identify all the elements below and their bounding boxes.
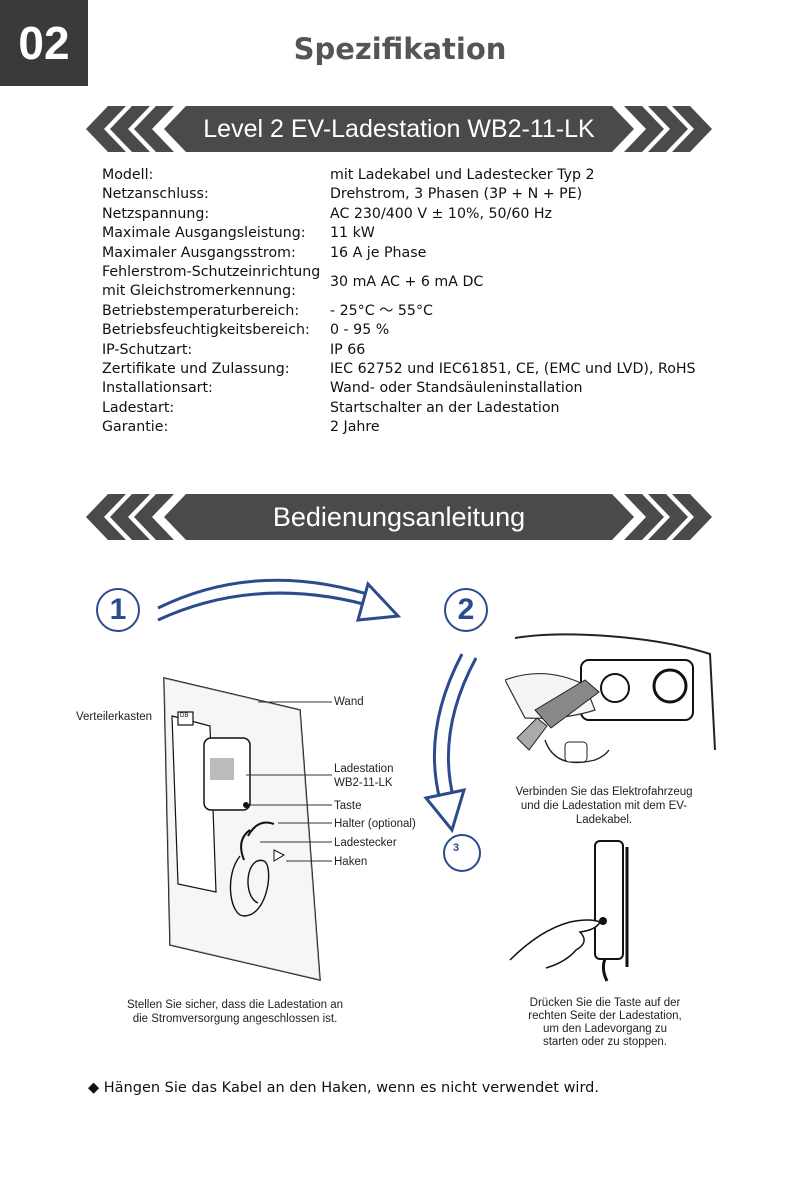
label-hook: Haken [334, 856, 368, 868]
label-button: Taste [334, 800, 362, 812]
spec-row-installation: Installationsart: Wand- oder Standsäulen… [102, 379, 722, 398]
spec-row-humidity: Betriebsfeuchtigkeitsbereich: 0 - 95 % [102, 321, 722, 340]
spec-label: Garantie: [102, 419, 169, 436]
spec-value: 30 mA AC + 6 mA DC [330, 273, 484, 290]
spec-value: 0 - 95 % [330, 322, 390, 339]
distribution-box-tag: DB [180, 713, 189, 719]
step-1-circle: 1 [96, 588, 140, 632]
spec-banner: Level 2 EV-Ladestation WB2-11-LK [86, 106, 712, 152]
spec-row-ip-rating: IP-Schutzart: IP 66 [102, 341, 722, 360]
cable-hook-note: ◆ Hängen Sie das Kabel an den Haken, wen… [88, 1080, 599, 1096]
arrow-step1-to-step2-icon [157, 578, 402, 622]
spec-row-rcd: Fehlerstrom-Schutzeinrichtung mit Gleich… [102, 263, 722, 302]
spec-row-output-current: Maximaler Ausgangsstrom: 16 A je Phase [102, 244, 722, 263]
spec-value: AC 230/400 V ± 10%, 50/60 Hz [330, 205, 552, 222]
manual-banner-title: Bedienungsanleitung [272, 501, 526, 532]
caption-line: um den Ladevorgang zu [542, 1023, 668, 1035]
spec-label: Fehlerstrom-Schutzeinrichtung mit Gleich… [102, 264, 321, 300]
label-leader-lines [246, 701, 332, 862]
label-holder: Halter (optional) [334, 818, 416, 830]
spec-label: Installationsart: [102, 380, 213, 397]
spec-label: Maximale Ausgangsleistung: [102, 225, 306, 242]
arrow-step2-to-step3-icon [423, 653, 478, 834]
spec-label: Netzspannung: [102, 205, 210, 222]
banner-arrows-graphic [86, 106, 712, 152]
banner-arrows-graphic [86, 494, 712, 540]
label-station-line1: Ladestation [334, 763, 394, 775]
spec-value: Startschalter an der Ladestation [330, 399, 560, 416]
manual-banner: Bedienungsanleitung [86, 494, 712, 540]
caption-line: starten oder zu stoppen. [542, 1036, 668, 1048]
spec-row-output-power: Maximale Ausgangsleistung: 11 kW [102, 224, 722, 243]
spec-value: Wand- oder Standsäuleninstallation [330, 380, 583, 397]
diamond-bullet-icon: ◆ [88, 1080, 100, 1096]
spec-row-power-connection: Netzanschluss: Drehstrom, 3 Phasen (3P +… [102, 185, 722, 204]
label-distribution-box: Verteilerkasten [76, 711, 153, 723]
label-plug: Ladestecker [334, 837, 397, 849]
page-number-badge: 02 [0, 0, 88, 86]
spec-label: Maximaler Ausgangsstrom: [102, 244, 296, 261]
spec-label: IP-Schutzart: [102, 341, 193, 358]
spec-label: Modell: [102, 167, 154, 183]
caption-line: Verbinden Sie das Elektrofahrzeug [515, 786, 693, 798]
step-1-caption: Stellen Sie sicher, dass die Ladestation… [100, 998, 370, 1026]
caption-line: rechten Seite der Ladestation, [528, 1010, 682, 1022]
spec-value: Drehstrom, 3 Phasen (3P + N + PE) [330, 186, 583, 203]
caption-line: Drücken Sie die Taste auf der [529, 997, 681, 1009]
spec-banner-title: Level 2 EV-Ladestation WB2-11-LK [203, 114, 595, 143]
spec-row-warranty: Garantie: 2 Jahre [102, 418, 722, 437]
spec-list: Modell: mit Ladekabel und Ladestecker Ty… [102, 166, 722, 438]
wall-installation-illustration [163, 677, 321, 981]
step-2-circle: 2 [444, 588, 488, 632]
page-title: Spezifikation [293, 32, 507, 66]
spec-row-charge-start: Ladestart: Startschalter an der Ladestat… [102, 399, 722, 418]
note-text: Hängen Sie das Kabel an den Haken, wenn … [103, 1080, 599, 1096]
spec-value: 16 A je Phase [330, 244, 427, 261]
caption-line: und die Ladestation mit dem EV- [520, 800, 688, 812]
step-3-circle: 3 [443, 834, 481, 872]
spec-value: mit Ladekabel und Ladestecker Typ 2 [330, 167, 595, 183]
step-3-caption: Drücken Sie die Taste auf der rechten Se… [505, 997, 705, 1049]
press-button-illustration [509, 840, 629, 982]
caption-line: die Stromversorgung angeschlossen ist. [132, 1013, 338, 1025]
caption-line: Stellen Sie sicher, dass die Ladestation… [126, 999, 344, 1011]
spec-label: Zertifikate und Zulassung: [102, 361, 290, 378]
spec-label: Netzanschluss: [102, 186, 209, 203]
spec-value: - 25°C ～ 55°C [330, 302, 433, 319]
spec-value: IP 66 [330, 341, 366, 358]
spec-row-model: Modell: mit Ladekabel und Ladestecker Ty… [102, 166, 722, 185]
spec-label: Ladestart: [102, 399, 175, 416]
spec-label: Betriebstemperaturbereich: [102, 302, 300, 319]
car-plug-illustration [505, 633, 716, 764]
caption-line: Ladekabel. [575, 814, 633, 826]
spec-row-voltage: Netzspannung: AC 230/400 V ± 10%, 50/60 … [102, 205, 722, 224]
spec-value: 2 Jahre [330, 419, 380, 436]
label-wall: Wand [334, 696, 364, 708]
spec-label: Betriebsfeuchtigkeitsbereich: [102, 322, 310, 339]
label-station-line2: WB2-11-LK [334, 777, 393, 789]
spec-row-temperature: Betriebstemperaturbereich: - 25°C ～ 55°C [102, 302, 722, 321]
spec-value: IEC 62752 und IEC61851, CE, (EMC und LVD… [330, 361, 696, 378]
step-2-caption: Verbinden Sie das Elektrofahrzeug und di… [490, 785, 718, 827]
spec-value: 11 kW [330, 225, 375, 242]
spec-row-certificates: Zertifikate und Zulassung: IEC 62752 und… [102, 360, 722, 379]
